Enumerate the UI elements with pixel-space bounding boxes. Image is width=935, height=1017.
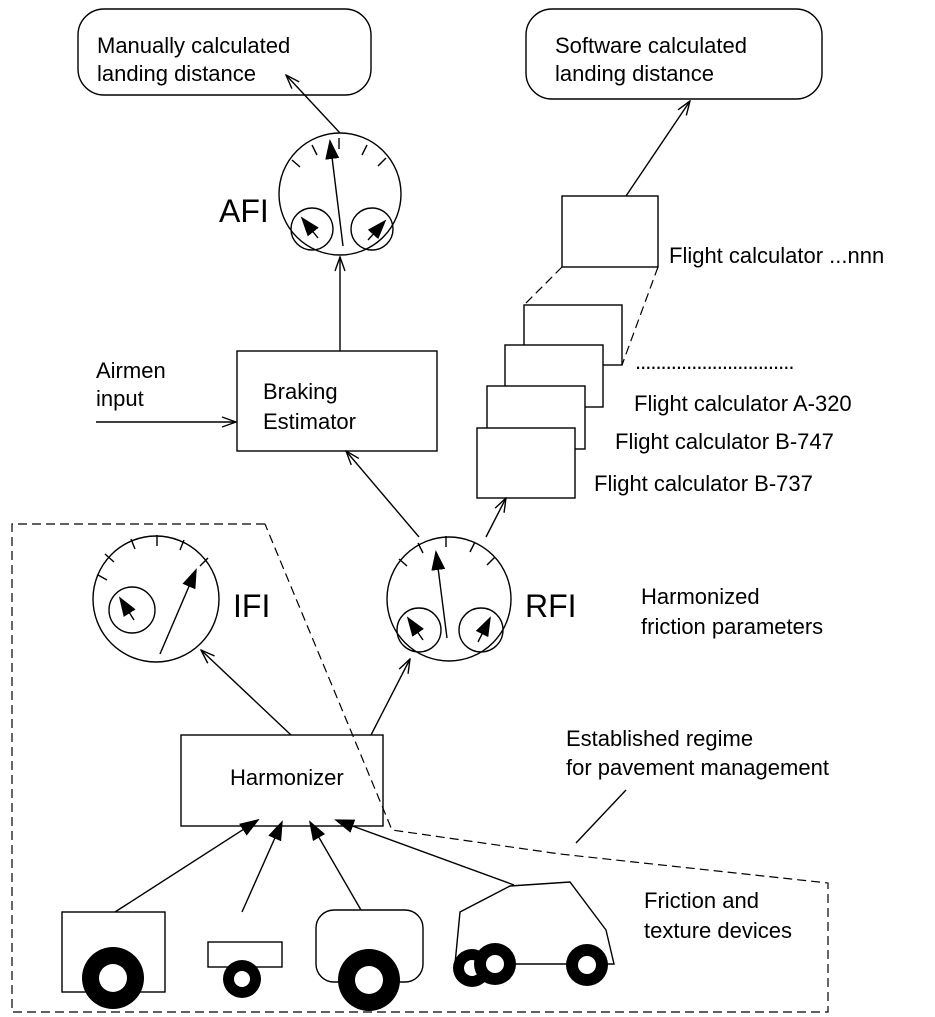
- rfi-label: RFI: [525, 588, 577, 624]
- software-box-line-2: landing distance: [555, 61, 714, 86]
- harmonizer-label: Harmonizer: [230, 765, 344, 790]
- airmen-input: Airmen input: [96, 358, 236, 422]
- friction-devices-annotation: Friction and texture devices: [644, 888, 792, 943]
- regime-line-1: Established regime: [566, 726, 753, 751]
- flight-calculator-b737-label: Flight calculator B-737: [594, 471, 813, 496]
- rfi-gauge: RFI: [386, 536, 577, 662]
- flight-calculator-stack: Flight calculator ...nnn ...............…: [476, 195, 884, 499]
- friction-device-4-car: [453, 881, 615, 987]
- ifi-main-needle: [159, 568, 197, 655]
- manual-landing-distance-box: Manually calculated landing distance: [77, 8, 372, 96]
- harmonizer-box: Harmonizer: [180, 734, 384, 827]
- software-box-line-1: Software calculated: [555, 33, 747, 58]
- braking-estimator-box: Braking Estimator: [236, 350, 438, 452]
- flight-calculator-b737-box: [476, 427, 576, 499]
- flight-calculator-nnn-box: [561, 195, 659, 268]
- harmonized-friction-annotation: Harmonized friction parameters: [641, 584, 823, 639]
- afi-label: AFI: [219, 193, 269, 229]
- flight-calculator-nnn-label: Flight calculator ...nnn: [669, 243, 884, 268]
- flight-calculator-a320-label: Flight calculator A-320: [634, 391, 852, 416]
- afi-gauge: AFI: [219, 132, 402, 256]
- ifi-gauge: IFI: [92, 535, 270, 663]
- ifi-label: IFI: [233, 588, 270, 624]
- flight-calculator-b747-label: Flight calculator B-747: [615, 429, 834, 454]
- devices-line-2: texture devices: [644, 918, 792, 943]
- braking-estimator-line-1: Braking: [263, 379, 338, 404]
- friction-device-2: [207, 941, 283, 998]
- airmen-input-line-2: input: [96, 386, 144, 411]
- airmen-input-line-1: Airmen: [96, 358, 166, 383]
- harmonized-line-2: friction parameters: [641, 614, 823, 639]
- afi-main-needle: [325, 139, 344, 247]
- flow-arrows: [114, 75, 690, 913]
- manual-box-line-1: Manually calculated: [97, 33, 290, 58]
- software-landing-distance-box: Software calculated landing distance: [525, 8, 823, 100]
- harmonized-line-1: Harmonized: [641, 584, 760, 609]
- rfi-main-needle: [431, 550, 448, 639]
- friction-device-1: [61, 911, 166, 1009]
- friction-device-3: [315, 909, 424, 1011]
- regime-line-2: for pavement management: [566, 755, 829, 780]
- established-regime-annotation: Established regime for pavement manageme…: [566, 726, 829, 844]
- devices-line-1: Friction and: [644, 888, 759, 913]
- manual-box-line-2: landing distance: [97, 61, 256, 86]
- braking-estimator-line-2: Estimator: [263, 409, 356, 434]
- flight-calculator-dots: ...............................: [635, 349, 793, 374]
